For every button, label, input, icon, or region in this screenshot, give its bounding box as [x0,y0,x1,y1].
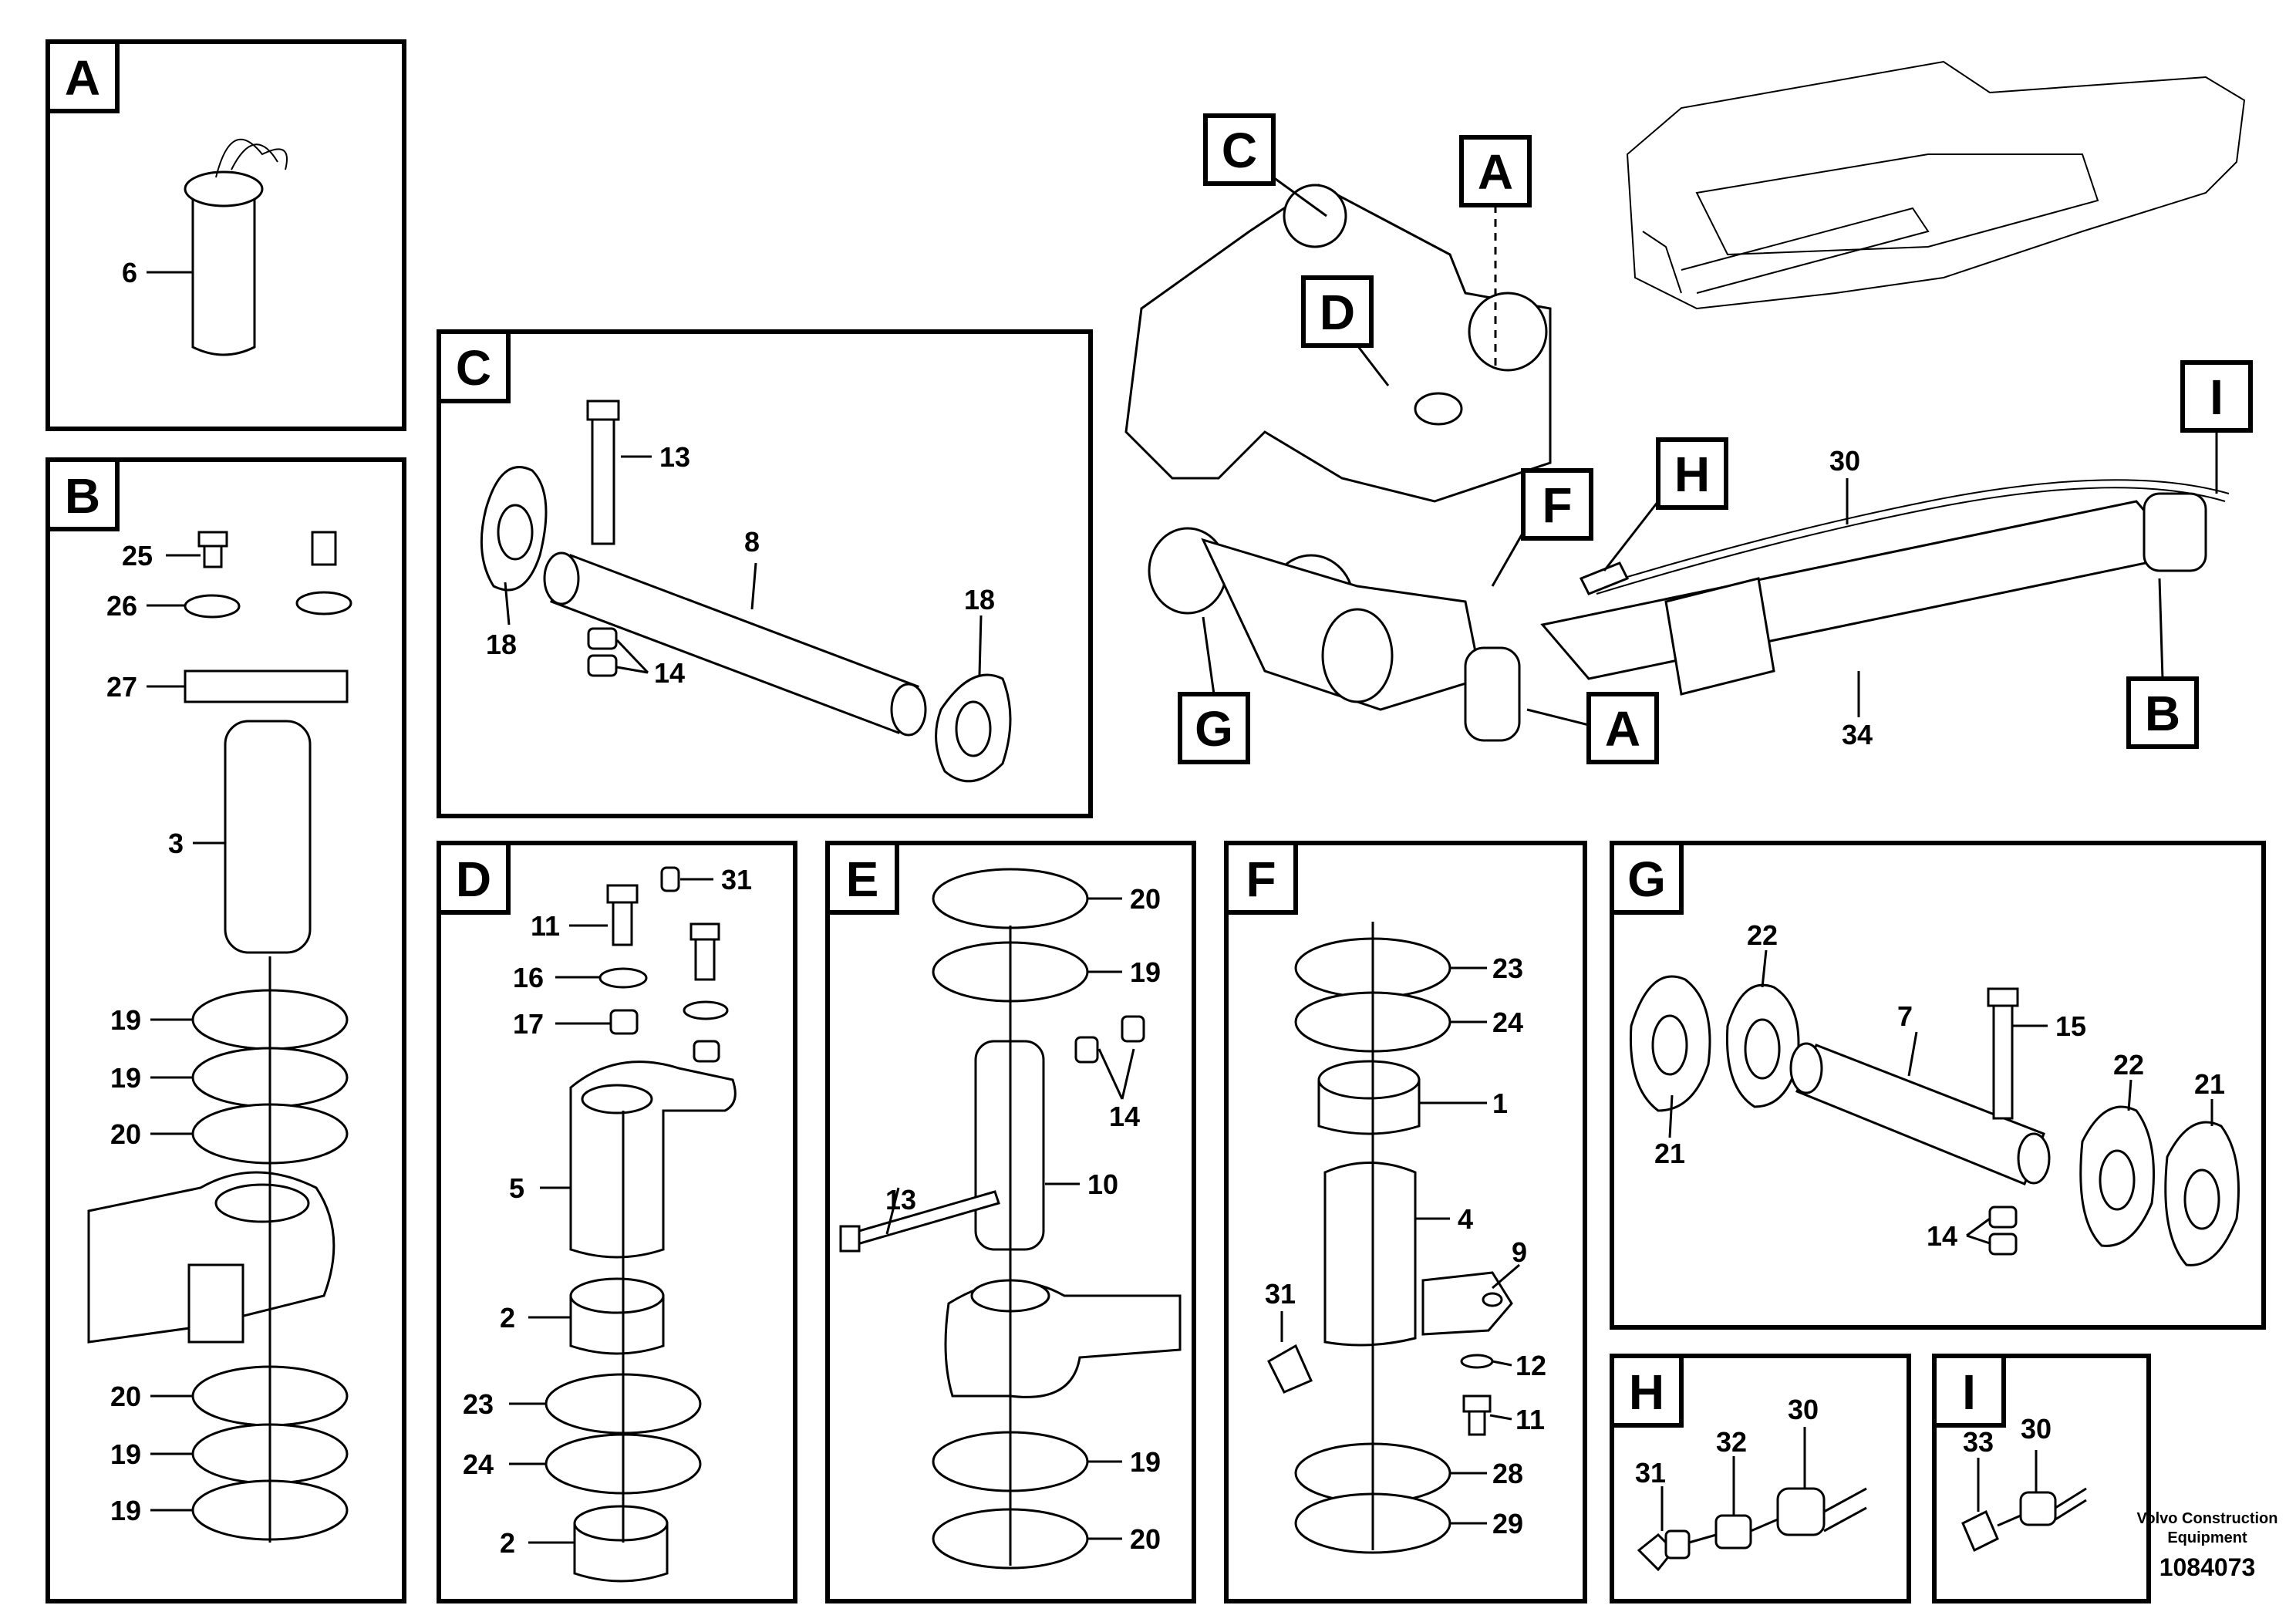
label-d-11: 11 [531,910,560,942]
label-d-31: 31 [721,864,752,895]
panel-b-letter: B [65,468,100,524]
label-d-24: 24 [463,1448,494,1480]
label-e-10: 10 [1087,1168,1118,1200]
label-g-15: 15 [2055,1010,2086,1042]
overview-callout-a: A [1478,144,1513,200]
label-f-4: 4 [1458,1203,1473,1235]
label-e-19: 19 [1130,956,1161,988]
label-h-32: 32 [1716,1426,1747,1458]
panel-c-letter: C [456,340,491,396]
panel-c: C 13 8 18 18 14 [437,329,1093,818]
label-e-14: 14 [1109,1101,1140,1132]
overview-callout-d: D [1320,285,1355,340]
panel-i-letter: I [1962,1364,1976,1420]
label-e-20: 20 [1130,883,1161,915]
panel-i: I 33 30 [1932,1354,2151,1603]
label-b-20b: 20 [110,1381,141,1412]
label-f-11: 11 [1515,1404,1545,1435]
label-c-18b: 18 [964,584,995,615]
label-g-22b: 22 [2113,1049,2144,1081]
label-g-21: 21 [2194,1068,2225,1100]
label-i-33: 33 [1963,1426,1994,1458]
label-f-31: 31 [1265,1278,1296,1310]
label-f-1: 1 [1492,1088,1508,1119]
overview-callout-b: B [2145,686,2180,741]
label-b-20: 20 [110,1118,141,1150]
panel-a-letter: A [65,50,100,106]
overview-assembly: C A D H I F G A B 30 34 [1124,60,2253,764]
label-g-21b: 21 [1654,1138,1685,1169]
label-g-7: 7 [1897,1000,1913,1032]
label-b-25: 25 [122,540,153,572]
panel-h-letter: H [1629,1364,1664,1420]
label-f-28: 28 [1492,1458,1523,1489]
panel-d-letter: D [456,851,491,907]
panel-g: G 22 7 15 22 21 21 14 [1610,841,2266,1330]
overview-callout-g: G [1195,701,1233,757]
label-e-19b: 19 [1130,1446,1161,1478]
footer-company-line1: Volvo Construction [2137,1510,2278,1527]
footer: Volvo Construction Equipment 1084073 [2137,1510,2278,1581]
label-d-23: 23 [463,1388,494,1420]
panel-g-letter: G [1627,851,1666,907]
label-h-30: 30 [1788,1394,1819,1425]
overview-label-30: 30 [1829,445,1860,477]
label-f-24: 24 [1492,1007,1523,1038]
label-b-19d: 19 [110,1495,141,1526]
label-d-2: 2 [500,1302,515,1334]
overview-label-34: 34 [1842,719,1873,750]
overview-callout-f: F [1542,477,1572,533]
overview-callout-h: H [1674,447,1710,502]
label-d-2b: 2 [500,1527,515,1559]
label-b-19b: 19 [110,1062,141,1094]
label-d-17: 17 [513,1008,544,1040]
overview-callout-c: C [1222,123,1257,178]
label-h-31: 31 [1635,1457,1666,1489]
label-g-14: 14 [1927,1220,1957,1252]
label-b-19: 19 [110,1004,141,1036]
panel-b: B 25 26 27 3 19 [46,457,406,1603]
overview-callout-a2: A [1605,701,1640,757]
label-b-3: 3 [168,828,184,859]
panel-e: E 20 19 14 13 10 19 20 [825,841,1196,1603]
label-f-9: 9 [1512,1236,1527,1268]
label-e-13: 13 [885,1184,916,1216]
label-b-26: 26 [106,590,137,622]
label-c-8: 8 [744,526,760,558]
label-f-29: 29 [1492,1508,1523,1539]
panel-f-letter: F [1246,851,1276,907]
panel-d: D 31 11 16 [437,841,797,1603]
footer-company-line2: Equipment [2167,1529,2247,1546]
label-i-30: 30 [2021,1413,2052,1445]
label-f-23: 23 [1492,953,1523,984]
panel-a: A 6 [46,39,406,431]
label-c-14: 14 [654,657,685,689]
footer-drawing-number: 1084073 [2159,1553,2256,1581]
overview-callout-i: I [2210,369,2224,425]
panel-h: H 31 32 30 [1610,1354,1911,1603]
label-d-16: 16 [513,962,544,993]
label-a-6: 6 [122,257,137,288]
label-c-18: 18 [486,629,517,660]
label-b-19c: 19 [110,1438,141,1470]
label-e-20b: 20 [1130,1523,1161,1555]
label-b-27: 27 [106,671,137,703]
panel-f: F 23 24 1 4 9 31 12 [1224,841,1587,1603]
label-g-22: 22 [1747,919,1778,951]
label-c-13: 13 [659,441,690,473]
panel-e-letter: E [846,851,879,907]
label-f-12: 12 [1515,1350,1546,1381]
label-d-5: 5 [509,1172,524,1204]
